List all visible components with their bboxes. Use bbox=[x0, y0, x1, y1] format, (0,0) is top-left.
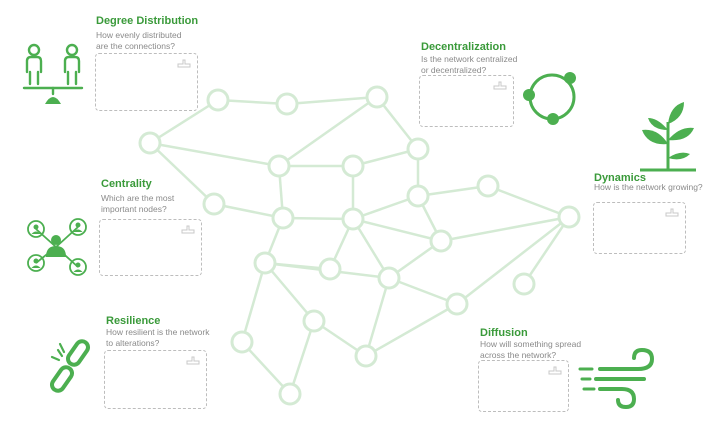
network-edge bbox=[241, 341, 291, 395]
network-edge bbox=[487, 184, 570, 219]
network-node bbox=[445, 292, 469, 316]
network-node bbox=[377, 266, 401, 290]
wind-gust-icon bbox=[578, 347, 655, 410]
network-edge bbox=[417, 184, 489, 198]
hand-pointer-icon bbox=[665, 208, 679, 217]
cycle-nodes-icon bbox=[523, 72, 576, 125]
question-line: Which are the most bbox=[101, 193, 175, 203]
hand-pointer-icon bbox=[493, 81, 507, 90]
network-edge bbox=[440, 215, 570, 243]
question-line: How will something spread bbox=[480, 339, 582, 349]
resilience-answer-box[interactable] bbox=[104, 350, 207, 409]
degree-distribution-answer-box[interactable] bbox=[95, 53, 198, 111]
hand-pointer-icon bbox=[177, 59, 191, 68]
question-line: or decentralized? bbox=[421, 65, 487, 75]
network-node bbox=[230, 330, 254, 354]
network-node bbox=[341, 154, 365, 178]
network-node bbox=[341, 207, 365, 231]
resilience-title: Resilience bbox=[106, 315, 161, 327]
hand-pointer-icon bbox=[186, 356, 200, 365]
decentralization-question: Is the network centralized or decentrali… bbox=[421, 54, 551, 76]
network-node bbox=[275, 92, 299, 116]
network-edge bbox=[388, 276, 458, 306]
network-nodes bbox=[138, 85, 581, 406]
degree-distribution-question: How evenly distributed are the connectio… bbox=[96, 30, 226, 52]
broken-chain-icon bbox=[49, 339, 91, 393]
network-node bbox=[318, 257, 342, 281]
network-edge bbox=[364, 277, 391, 357]
network-edge bbox=[217, 98, 288, 106]
network-edge bbox=[365, 302, 458, 358]
network-edge bbox=[351, 218, 391, 279]
network-node bbox=[302, 309, 326, 333]
network-edge bbox=[149, 142, 215, 205]
network-node bbox=[267, 154, 291, 178]
network-edge bbox=[149, 98, 219, 145]
network-node bbox=[429, 229, 453, 253]
network-node bbox=[278, 382, 302, 406]
network-edge bbox=[240, 262, 267, 343]
diffusion-title: Diffusion bbox=[480, 327, 528, 339]
question-line: to alterations? bbox=[106, 338, 160, 348]
diffusion-answer-box[interactable] bbox=[478, 360, 569, 412]
decentralization-title: Decentralization bbox=[421, 41, 506, 53]
dynamics-title: Dynamics bbox=[594, 172, 646, 184]
network-node bbox=[138, 131, 162, 155]
network-edge bbox=[278, 95, 378, 168]
hand-pointer-icon bbox=[181, 225, 195, 234]
network-edge bbox=[288, 320, 316, 395]
network-node bbox=[512, 272, 536, 296]
network-node bbox=[557, 205, 581, 229]
resilience-question: How resilient is the network to alterati… bbox=[106, 327, 256, 349]
network-node bbox=[406, 184, 430, 208]
network-edge bbox=[264, 262, 315, 322]
dynamics-answer-box[interactable] bbox=[593, 202, 686, 254]
dynamics-question: How is the network growing? bbox=[594, 182, 718, 193]
network-edge bbox=[456, 216, 570, 305]
network-node bbox=[476, 174, 500, 198]
network-edge bbox=[213, 202, 284, 220]
network-node bbox=[406, 137, 430, 161]
question-line: are the connections? bbox=[96, 41, 175, 51]
growing-plant-icon bbox=[640, 102, 696, 172]
network-edge bbox=[286, 95, 378, 106]
centrality-answer-box[interactable] bbox=[99, 219, 202, 276]
network-edge bbox=[149, 141, 280, 168]
centrality-title: Centrality bbox=[101, 178, 152, 190]
network-node bbox=[253, 251, 277, 275]
question-line: important nodes? bbox=[101, 204, 167, 214]
question-line: across the network? bbox=[480, 350, 557, 360]
network-edge bbox=[352, 217, 442, 243]
network-node bbox=[206, 88, 230, 112]
network-node bbox=[354, 344, 378, 368]
centrality-question: Which are the most important nodes? bbox=[101, 193, 231, 215]
network-edge bbox=[522, 216, 571, 285]
network-node bbox=[271, 206, 295, 230]
decentralization-answer-box[interactable] bbox=[419, 75, 514, 127]
question-line: How is the network growing? bbox=[594, 182, 703, 192]
network-node bbox=[202, 192, 226, 216]
question-line: How resilient is the network bbox=[106, 327, 210, 337]
central-person-network-icon bbox=[27, 218, 87, 276]
diffusion-question: How will something spread across the net… bbox=[480, 339, 610, 361]
question-line: How evenly distributed bbox=[96, 30, 182, 40]
hand-pointer-icon bbox=[548, 366, 562, 375]
network-edge bbox=[282, 216, 354, 221]
network-node bbox=[365, 85, 389, 109]
degree-distribution-title: Degree Distribution bbox=[96, 15, 199, 27]
question-line: Is the network centralized bbox=[421, 54, 518, 64]
balance-scale-people-icon bbox=[22, 43, 84, 104]
